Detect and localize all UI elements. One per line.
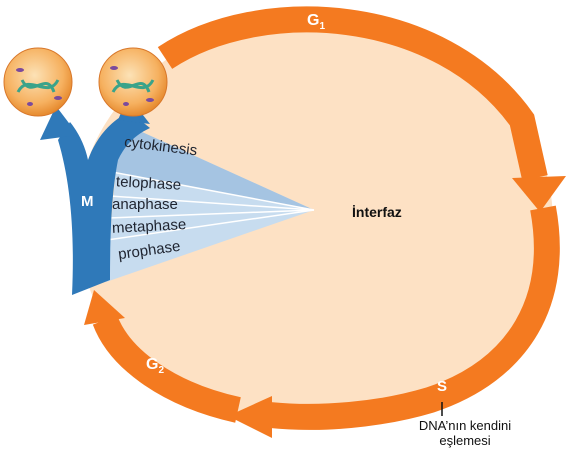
dna-note-line-2: eşlemesi (439, 433, 491, 448)
g2-arrowhead (84, 290, 125, 325)
g2-arrow (92, 314, 241, 423)
chromatin-left (16, 79, 60, 93)
wedge-divider-3 (107, 209, 315, 219)
dna-replication-note: DNA’nın kendini eşlemesi (405, 418, 525, 448)
wedge-divider-1 (111, 171, 315, 211)
phase-anaphase: anaphase (112, 196, 178, 213)
phase-telophase: telophase (115, 173, 182, 194)
daughter-cell-left (3, 47, 73, 117)
wedge-divider-4 (106, 209, 315, 241)
dna-note-line-1: DNA’nın kendini (418, 418, 512, 433)
m-label: M (81, 193, 94, 210)
wedge-divider-2 (109, 195, 315, 211)
cytokinesis-band (112, 122, 314, 210)
s-label: S (437, 378, 448, 395)
interphase-region (77, 14, 553, 430)
organelles (16, 66, 154, 106)
g1-arrow (157, 6, 548, 181)
s-arrowhead (228, 396, 272, 438)
m-phase-band (58, 112, 150, 295)
s-arrow (268, 205, 560, 430)
g2-label: G2 (146, 356, 165, 377)
m-left-arrowhead (40, 106, 78, 140)
chromatin-right (111, 79, 155, 93)
g1-arrowhead (512, 176, 566, 212)
interphase-label: İnterfaz (352, 204, 402, 220)
g1-label: G1 (307, 12, 326, 33)
daughter-cell-right (98, 47, 168, 117)
